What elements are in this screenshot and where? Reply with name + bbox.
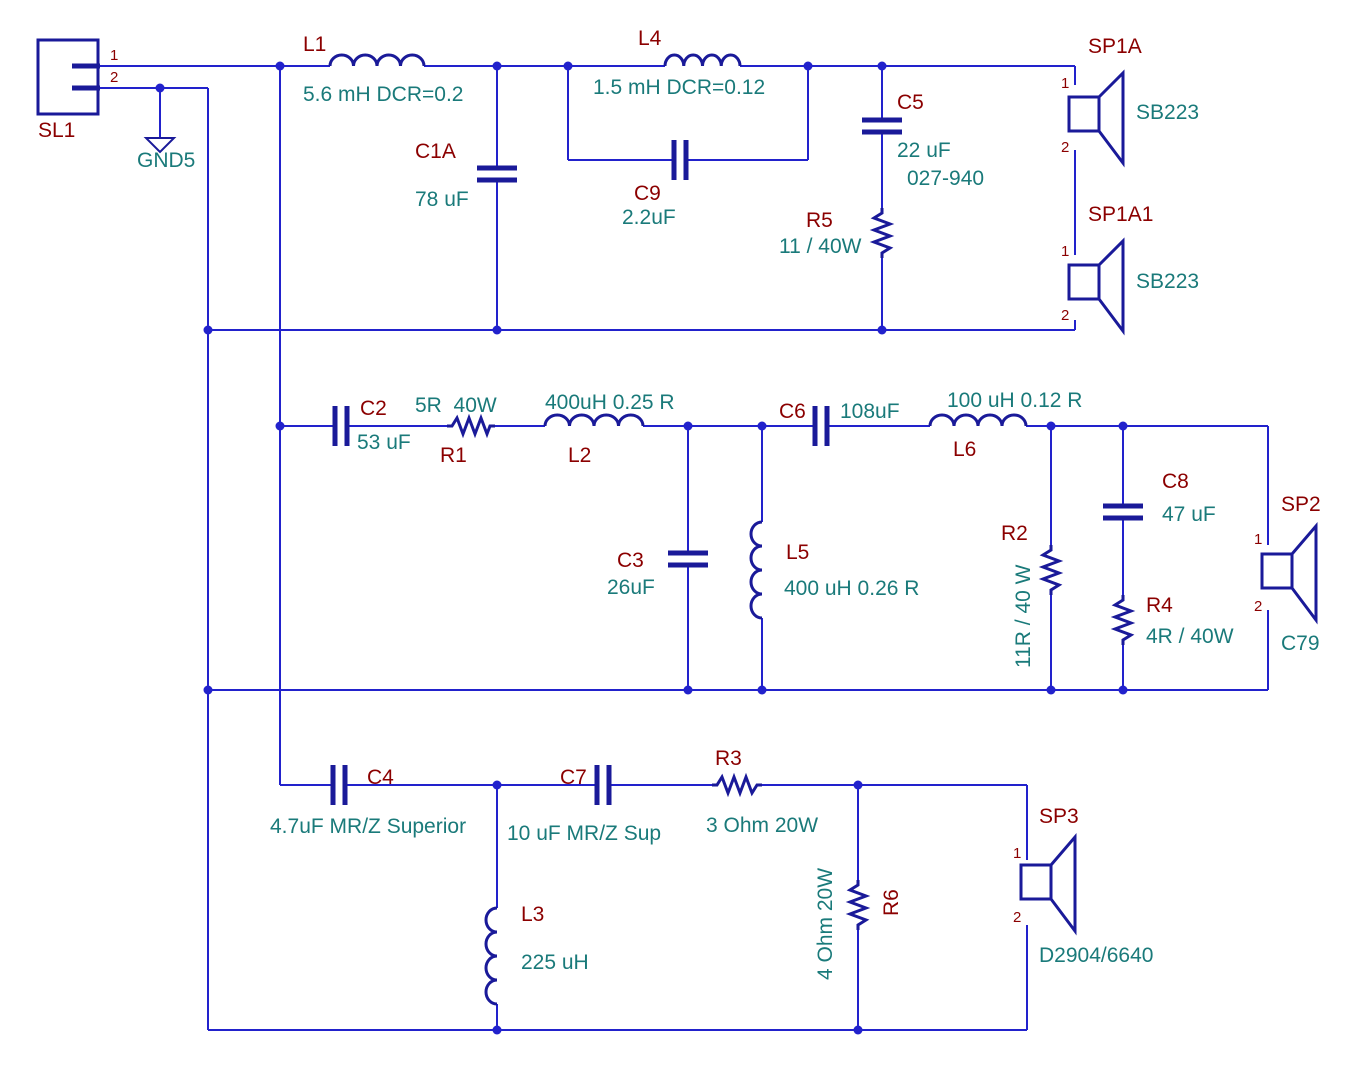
sp1a-ref: SP1A <box>1088 35 1142 58</box>
speaker-sp3[interactable]: 1 2 SP3 D2904/6640 <box>1013 805 1153 967</box>
r6-value: 4 Ohm 20W <box>814 868 837 980</box>
capacitor-c1a[interactable]: C1A 78 uF <box>415 140 517 211</box>
sp1a1-value: SB223 <box>1136 270 1199 293</box>
c9-ref: C9 <box>634 182 661 205</box>
c1a-value: 78 uF <box>415 188 469 211</box>
capacitor-c8[interactable]: C8 47 uF <box>1103 470 1216 526</box>
l3-ref: L3 <box>521 903 544 926</box>
l5-ref: L5 <box>786 541 809 564</box>
sp3-pin1: 1 <box>1013 845 1021 862</box>
r3-value: 3 Ohm 20W <box>706 814 818 837</box>
c5-value: 22 uF <box>897 139 951 162</box>
inductor-l5[interactable]: L5 400 uH 0.26 R <box>749 520 919 620</box>
c6-ref: C6 <box>779 400 806 423</box>
connector-pin2: 2 <box>110 69 118 86</box>
r5-value: 11 / 40W <box>779 235 862 258</box>
r3-ref: R3 <box>715 747 742 770</box>
c5-part: 027-940 <box>907 167 984 190</box>
r5-ref: R5 <box>806 209 833 232</box>
capacitor-c9[interactable]: C9 2.2uF <box>622 140 689 229</box>
sp3-ref: SP3 <box>1039 805 1079 828</box>
l2-value: 400uH 0.25 R <box>545 391 675 414</box>
l4-ref: L4 <box>638 27 662 50</box>
c3-ref: C3 <box>617 549 644 572</box>
inductor-l1[interactable]: L1 5.6 mH DCR=0.2 <box>303 33 463 106</box>
resistor-r6[interactable]: R6 4 Ohm 20W <box>814 868 903 980</box>
sp1a-pin2: 2 <box>1061 139 1069 156</box>
r2-ref: R2 <box>1001 522 1028 545</box>
c9-value: 2.2uF <box>622 206 676 229</box>
c2-value: 53 uF <box>357 431 411 454</box>
c4-ref: C4 <box>367 766 394 789</box>
sp3-value: D2904/6640 <box>1039 944 1153 967</box>
r1-value: 5R 40W <box>415 394 497 417</box>
c7-ref: C7 <box>560 766 587 789</box>
capacitor-c3[interactable]: C3 26uF <box>607 549 708 599</box>
sp2-ref: SP2 <box>1281 493 1321 516</box>
sp1a1-pin2: 2 <box>1061 307 1069 324</box>
capacitor-c5[interactable]: C5 22 uF 027-940 <box>862 91 984 190</box>
r4-ref: R4 <box>1146 594 1173 617</box>
speaker-sp1a[interactable]: 1 2 SP1A SB223 <box>1061 35 1199 168</box>
l1-value: 5.6 mH DCR=0.2 <box>303 83 463 106</box>
wires <box>100 65 1269 1031</box>
resistor-r5[interactable]: R5 11 / 40W <box>779 208 895 258</box>
connector-ref: SL1 <box>38 119 75 142</box>
ground-label: GND5 <box>137 149 195 172</box>
capacitor-c7[interactable]: C7 10 uF MR/Z Sup <box>507 765 661 845</box>
resistor-r2[interactable]: R2 11R / 40 W <box>1001 522 1064 668</box>
inductor-l4[interactable]: L4 1.5 mH DCR=0.12 <box>593 27 765 99</box>
c2-ref: C2 <box>360 397 387 420</box>
capacitor-c2[interactable]: C2 53 uF <box>332 397 411 454</box>
l1-ref: L1 <box>303 33 326 56</box>
capacitor-c6[interactable]: C6 108uF <box>779 400 900 446</box>
l6-ref: L6 <box>953 438 976 461</box>
c3-value: 26uF <box>607 576 655 599</box>
l5-value: 400 uH 0.26 R <box>784 577 919 600</box>
sp1a-pin1: 1 <box>1061 75 1069 92</box>
c5-ref: C5 <box>897 91 924 114</box>
sp2-value: C79 <box>1281 632 1320 655</box>
c7-value: 10 uF MR/Z Sup <box>507 822 661 845</box>
c6-value: 108uF <box>840 400 900 423</box>
l3-value: 225 uH <box>521 951 589 974</box>
resistor-r4[interactable]: R4 4R / 40W <box>1110 594 1234 648</box>
speaker-sp2[interactable]: 1 2 SP2 C79 <box>1254 493 1321 655</box>
r2-value: 11R / 40 W <box>1012 564 1035 668</box>
resistor-r1[interactable]: 5R 40W R1 <box>415 394 497 467</box>
resistor-r3[interactable]: R3 3 Ohm 20W <box>706 747 818 837</box>
r4-value: 4R / 40W <box>1146 625 1234 648</box>
sp2-pin2: 2 <box>1254 598 1262 615</box>
inductor-l6[interactable]: 100 uH 0.12 R L6 <box>928 389 1082 461</box>
r6-ref: R6 <box>880 889 903 916</box>
speaker-sp1a1[interactable]: 1 2 SP1A1 SB223 <box>1061 203 1199 336</box>
sp3-pin2: 2 <box>1013 909 1021 926</box>
capacitor-c4[interactable]: C4 4.7uF MR/Z Superior <box>270 765 466 838</box>
junctions <box>155 61 1128 1035</box>
inductor-l2[interactable]: 400uH 0.25 R L2 <box>543 391 675 467</box>
sp1a1-pin1: 1 <box>1061 243 1069 260</box>
c1a-ref: C1A <box>415 140 456 163</box>
connector-sl1[interactable]: 1 2 SL1 <box>36 38 118 142</box>
c8-value: 47 uF <box>1162 503 1216 526</box>
sp1a1-ref: SP1A1 <box>1088 203 1153 226</box>
sp2-pin1: 1 <box>1254 531 1262 548</box>
l4-value: 1.5 mH DCR=0.12 <box>593 76 765 99</box>
r1-ref: R1 <box>440 444 467 467</box>
c4-value: 4.7uF MR/Z Superior <box>270 815 466 838</box>
inductor-l3[interactable]: L3 225 uH <box>484 903 589 1006</box>
connector-pin1: 1 <box>110 47 118 64</box>
ground-symbol: GND5 <box>137 137 195 172</box>
sp1a-value: SB223 <box>1136 101 1199 124</box>
c8-ref: C8 <box>1162 470 1189 493</box>
l6-value: 100 uH 0.12 R <box>947 389 1082 412</box>
l2-ref: L2 <box>568 444 591 467</box>
